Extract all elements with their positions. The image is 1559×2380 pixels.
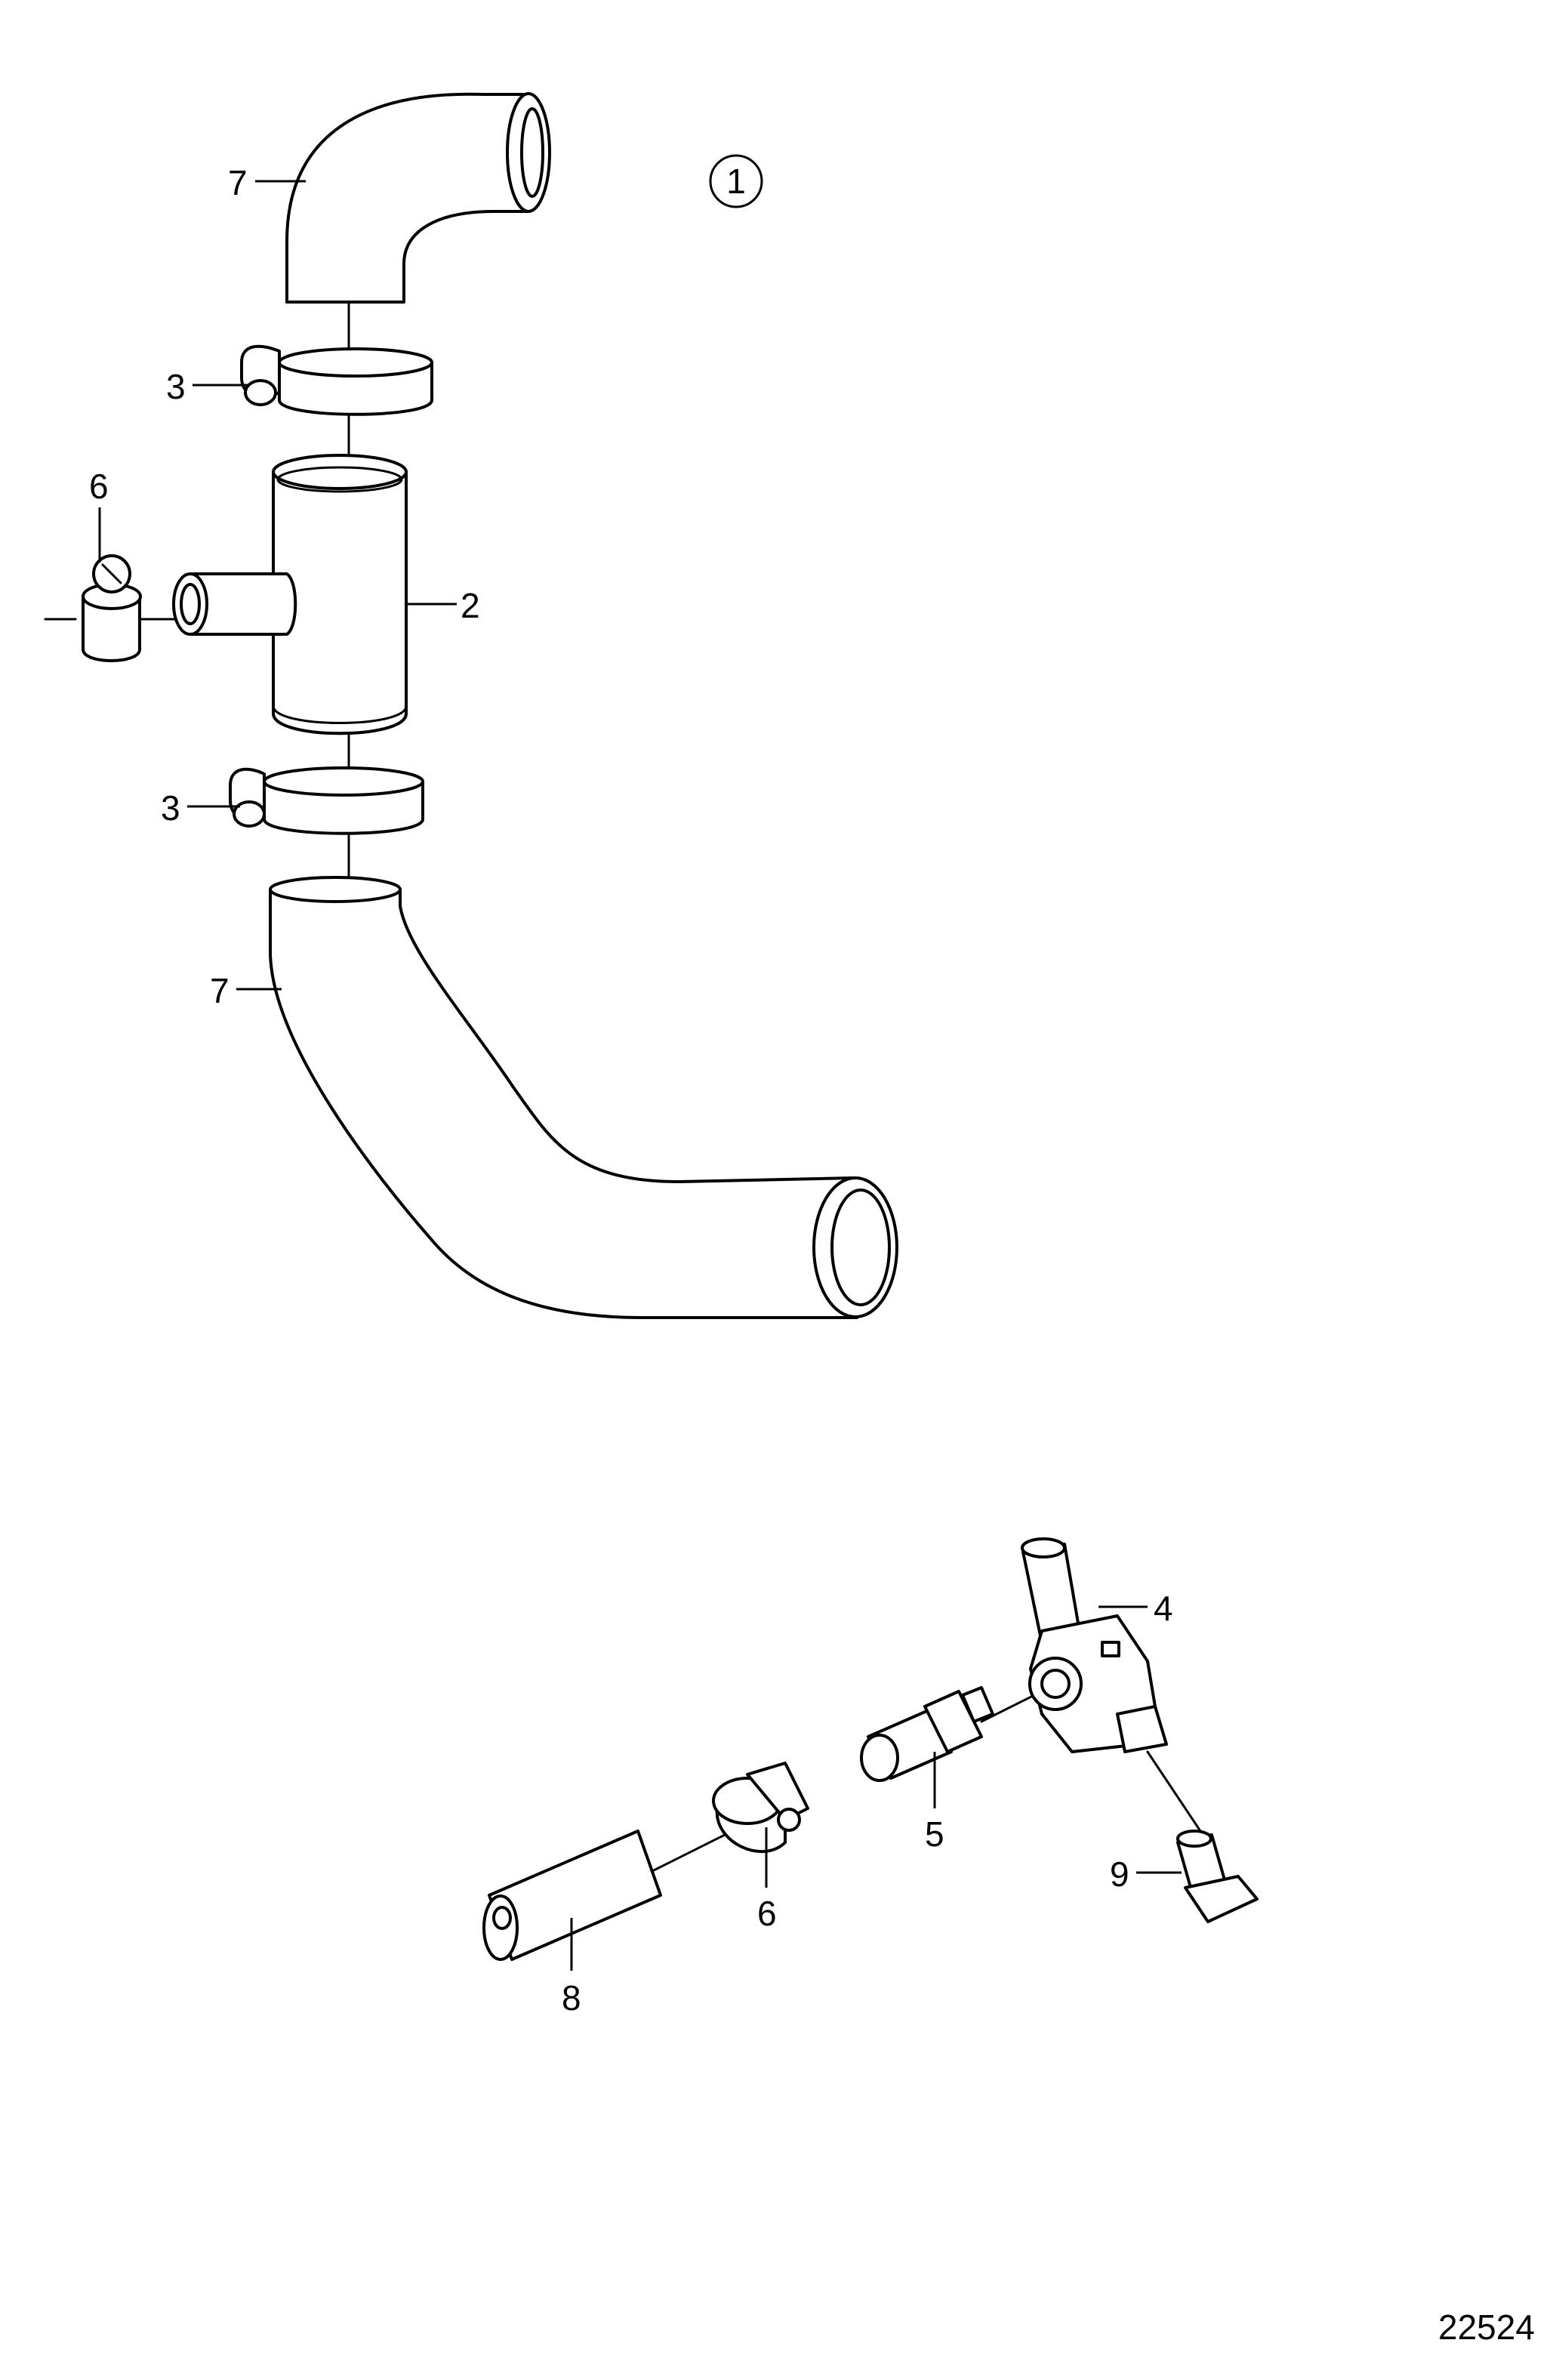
leader-lines: [98, 180, 1182, 1971]
tee-pipe: [172, 454, 408, 735]
callout-lower-clamp: 3: [161, 788, 180, 828]
callout-small-clamp-upper: 6: [89, 467, 109, 506]
callout-labels: 7 3 6 2 3 7 4 5 6 8 9: [89, 163, 1173, 2018]
upper-clamp: [240, 344, 433, 416]
callout-small-clamp-lower: 6: [757, 1894, 777, 1933]
lower-clamp: [229, 766, 424, 835]
small-clamp-lower: [712, 1762, 809, 1853]
callout-lower-bend-hose: 7: [210, 971, 230, 1010]
callout-tee-valve: 4: [1154, 1589, 1173, 1628]
tee-valve: [1021, 1537, 1168, 1753]
figure-number: 22524: [1438, 2308, 1535, 2347]
nipple: [860, 1686, 994, 1782]
callout-tee-pipe: 2: [461, 586, 480, 625]
callout-upper-bend-hose: 7: [228, 163, 248, 202]
upper-bend-hose: [285, 92, 551, 304]
view-marker: 1: [709, 154, 763, 208]
small-clamp-upper: [82, 554, 142, 662]
plug: [1176, 1830, 1259, 1923]
assembly-axis-lines: [44, 301, 1209, 1874]
hose-small: [482, 1830, 662, 1961]
callout-plug: 9: [1110, 1854, 1129, 1894]
callout-upper-clamp: 3: [166, 367, 186, 406]
lower-bend-hose: [269, 876, 898, 1319]
callout-nipple: 5: [925, 1814, 944, 1854]
callout-hose-small: 8: [562, 1978, 581, 2018]
view-marker-label: 1: [726, 162, 746, 201]
